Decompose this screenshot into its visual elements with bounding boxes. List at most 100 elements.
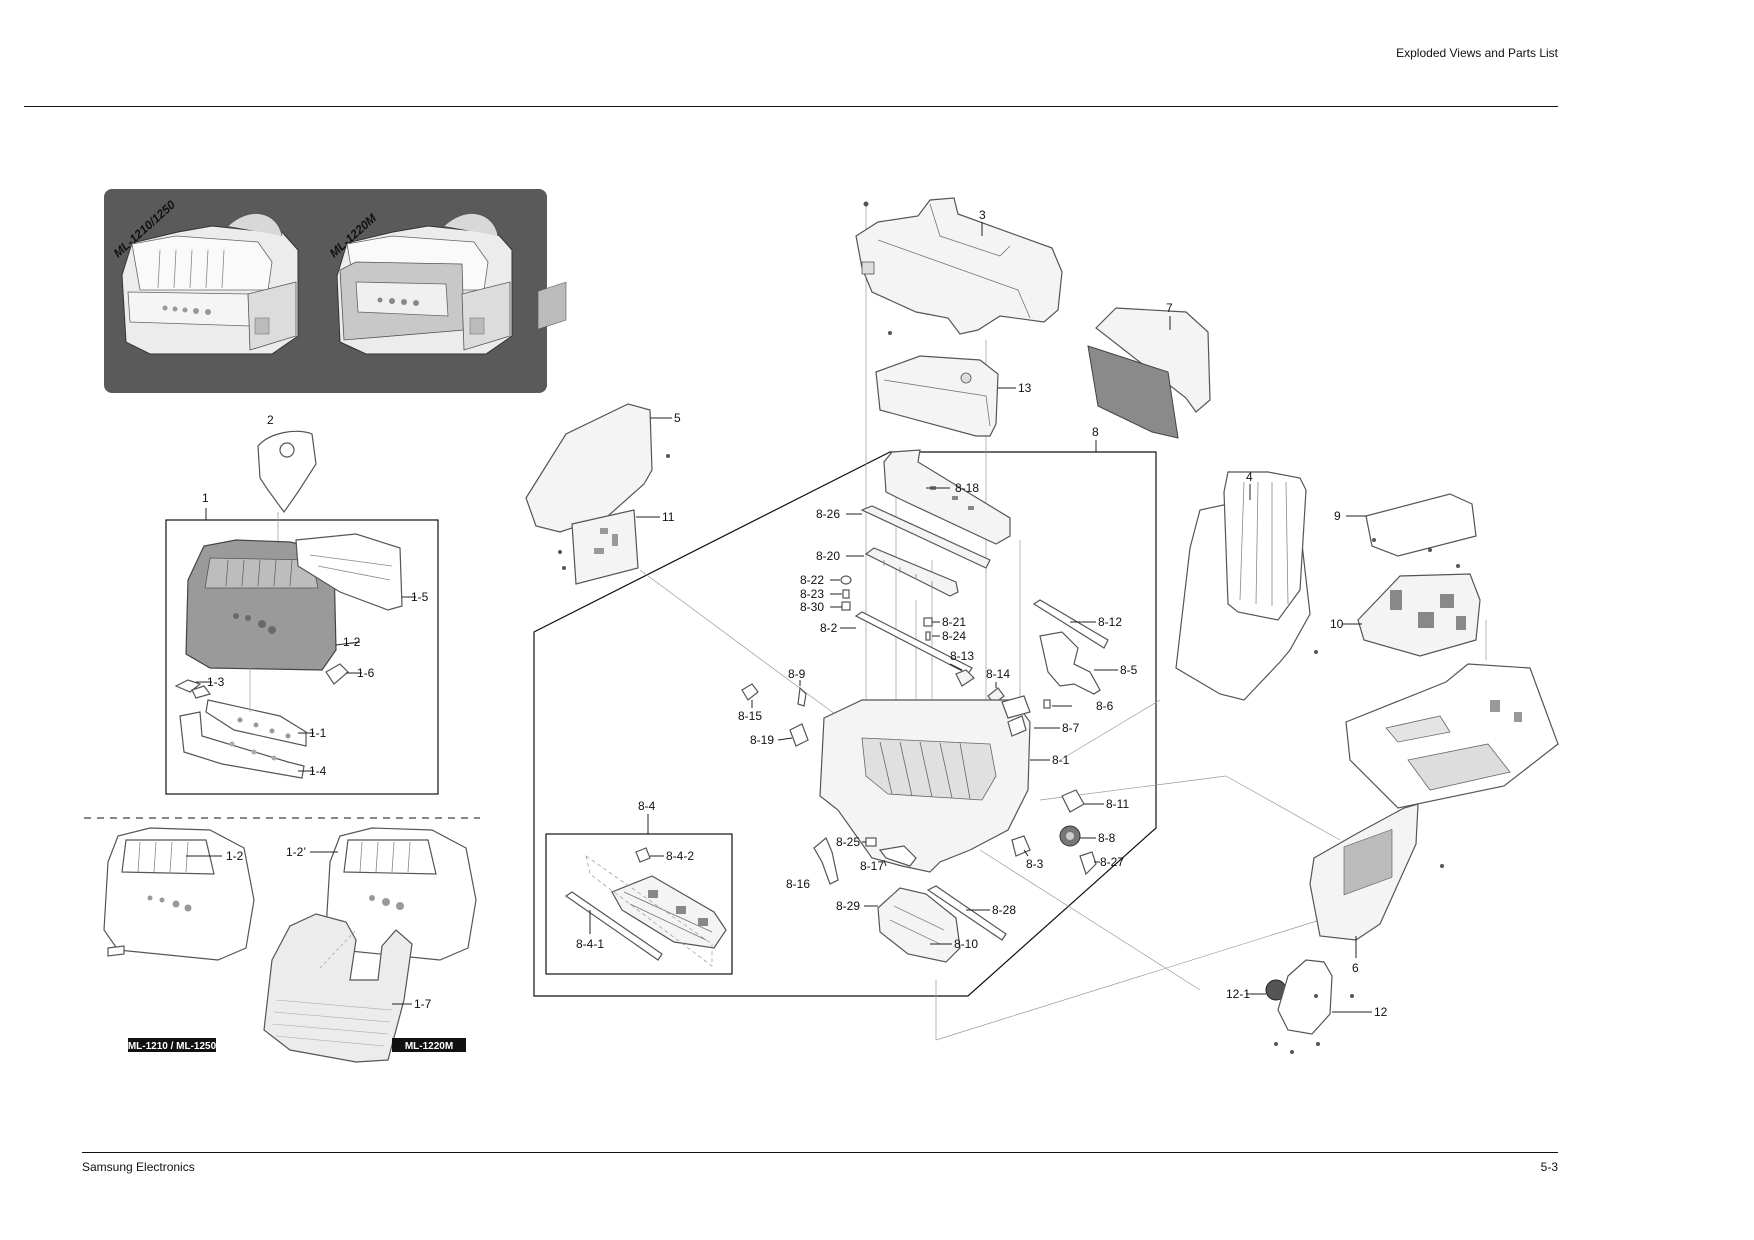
part-8-20-rail: 8-20: [816, 547, 959, 597]
callout-8-23: 8-23: [800, 587, 824, 601]
callout-8: 8: [1092, 425, 1099, 439]
section-title: Exploded Views and Parts List: [1396, 46, 1558, 60]
part-1-6-clip: [325, 663, 349, 685]
callout-8-24: 8-24: [942, 629, 966, 643]
callout-8-21: 8-21: [942, 615, 966, 629]
footer-page-number: 5-3: [1540, 1160, 1558, 1174]
callout-8-17: 8-17: [860, 859, 884, 873]
callout-8-26: 8-26: [816, 507, 840, 521]
callout-13: 13: [1018, 381, 1032, 395]
callout-8-25: 8-25: [836, 835, 860, 849]
footer-company: Samsung Electronics: [82, 1160, 195, 1174]
callout-3: 3: [979, 208, 986, 222]
callout-1-6: 1-6: [357, 666, 375, 680]
group-1-frame: [165, 519, 439, 795]
callout-1-1: 1-1: [309, 726, 327, 740]
callout-8-1: 8-1: [1052, 753, 1070, 767]
callout-11: 11: [662, 510, 675, 524]
callout-8-18: 8-18: [955, 481, 979, 495]
part-8-26-guide: 8-26: [816, 505, 991, 569]
callout-1-3: 1-3: [207, 675, 225, 689]
part-2-cover-flap: [257, 430, 317, 514]
parts-8-11-8-8-8-27-8-3: 8-11 8-8 8-27 8-3: [1011, 789, 1129, 876]
callout-8-11: 8-11: [1106, 797, 1129, 811]
footer-rule: [82, 1152, 1558, 1153]
callout-variant-1-2: 1-2: [226, 849, 244, 863]
part-8-14: 8-14: [986, 667, 1010, 705]
callout-8-22: 8-22: [800, 573, 824, 587]
callout-8-8: 8-8: [1098, 831, 1116, 845]
part-8-18-top-plate: 8-18: [883, 449, 1011, 545]
callout-5: 5: [674, 411, 681, 425]
callout-1-5: 1-5: [411, 590, 429, 604]
part-13-upper-frame: 13: [875, 331, 1032, 437]
small-parts-8-21-8-24: 8-21 8-24: [923, 615, 966, 643]
model-tag-left-label: ML-1210 / ML-1250: [128, 1041, 217, 1052]
callout-1-2: 1-2: [343, 635, 361, 649]
model-inset-panel: ML-1210/1250 ML-1220M: [104, 189, 547, 393]
callout-12: 12: [1374, 1005, 1388, 1019]
callout-8-15: 8-15: [738, 709, 762, 723]
parts-8-25-8-17-8-16: 8-25 8-17 8-16: [786, 835, 917, 891]
part-1-3-spring: [174, 679, 202, 693]
callout-8-29: 8-29: [836, 899, 860, 913]
model-tag-right-label: ML-1220M: [405, 1041, 453, 1052]
parts-8-12-8-5-8-6-8-7: 8-12 8-5 8-6 8-7: [1007, 599, 1138, 737]
callout-8-7: 8-7: [1062, 721, 1080, 735]
callout-8-2: 8-2: [820, 621, 838, 635]
callout-8-12: 8-12: [1098, 615, 1122, 629]
front-cover-variants: 1-2 1-2’ 1-7 ML-1210 / ML-1250 ML-1220M: [103, 827, 477, 1063]
callout-7: 7: [1166, 301, 1173, 315]
callout-9: 9: [1334, 509, 1341, 523]
callout-6: 6: [1352, 961, 1359, 975]
part-1-7-frame-cover: [263, 913, 413, 1063]
model-tag-left: [128, 1038, 216, 1052]
callout-4: 4: [1246, 470, 1253, 484]
callout-8-3: 8-3: [1026, 857, 1044, 871]
part-8-1-main-frame: 8-1: [819, 695, 1070, 873]
callout-8-19: 8-19: [750, 733, 774, 747]
small-parts-8-22-8-23-8-30: 8-22 8-23 8-30: [800, 573, 852, 614]
part-9-10-boards: 9 10: [1330, 493, 1481, 657]
callout-variant-1-2-prime: 1-2’: [286, 845, 306, 859]
callout-8-5: 8-5: [1120, 663, 1138, 677]
frame-assembly-enclosure: 8: [533, 425, 1157, 997]
printer-illustration-left: ML-1210/1250: [111, 197, 299, 355]
callout-8-28: 8-28: [992, 903, 1016, 917]
header-rule: [24, 106, 1558, 107]
callout-8-4-1: 8-4-1: [576, 937, 604, 951]
part-11-sensor-board: 11: [558, 509, 675, 585]
callout-10: 10: [1330, 617, 1344, 631]
part-6-side-cover: 6: [1309, 803, 1444, 975]
callout-8-16: 8-16: [786, 877, 810, 891]
callout-8-14: 8-14: [986, 667, 1010, 681]
part-9-board: [1365, 493, 1477, 557]
parts-8-28-8-29-8-10: 8-28 8-29 8-10: [836, 885, 1016, 963]
part-8-2-shaft: 8-2: [820, 611, 973, 675]
callout-1-7: 1-7: [414, 997, 432, 1011]
base-plate: [1345, 663, 1559, 809]
parts-8-9-8-15-8-19: 8-9 8-15 8-19: [738, 667, 809, 747]
part-7-exit-tray: 7: [1087, 301, 1211, 439]
callout-8-27: 8-27: [1100, 855, 1124, 869]
callout-8-6: 8-6: [1096, 699, 1114, 713]
part-1-4-panel-frame: [179, 711, 305, 779]
callout-1: 1: [202, 491, 209, 505]
part-12-motor-bracket: 12-1 12: [1226, 959, 1388, 1054]
part-8-13: 8-13: [949, 649, 975, 687]
front-cover-group: 1 2 1-2 1-5 1-6 1-3 1: [165, 413, 439, 795]
callout-1-4: 1-4: [309, 764, 327, 778]
part-3-cover: 3: [855, 197, 1063, 335]
callout-12-1: 12-1: [1226, 987, 1250, 1001]
callout-8-20: 8-20: [816, 549, 840, 563]
printer-illustration-right: ML-1220M: [327, 210, 513, 355]
callout-2: 2: [267, 413, 274, 427]
callout-8-9: 8-9: [788, 667, 806, 681]
part-5-side-cover: 5: [525, 281, 681, 533]
part-4-paper-tray: 4: [1175, 470, 1318, 701]
callout-8-4-2: 8-4-2: [666, 849, 694, 863]
model-tag-right: [392, 1038, 466, 1052]
callout-8-4: 8-4: [638, 799, 656, 813]
callout-8-30: 8-30: [800, 600, 824, 614]
